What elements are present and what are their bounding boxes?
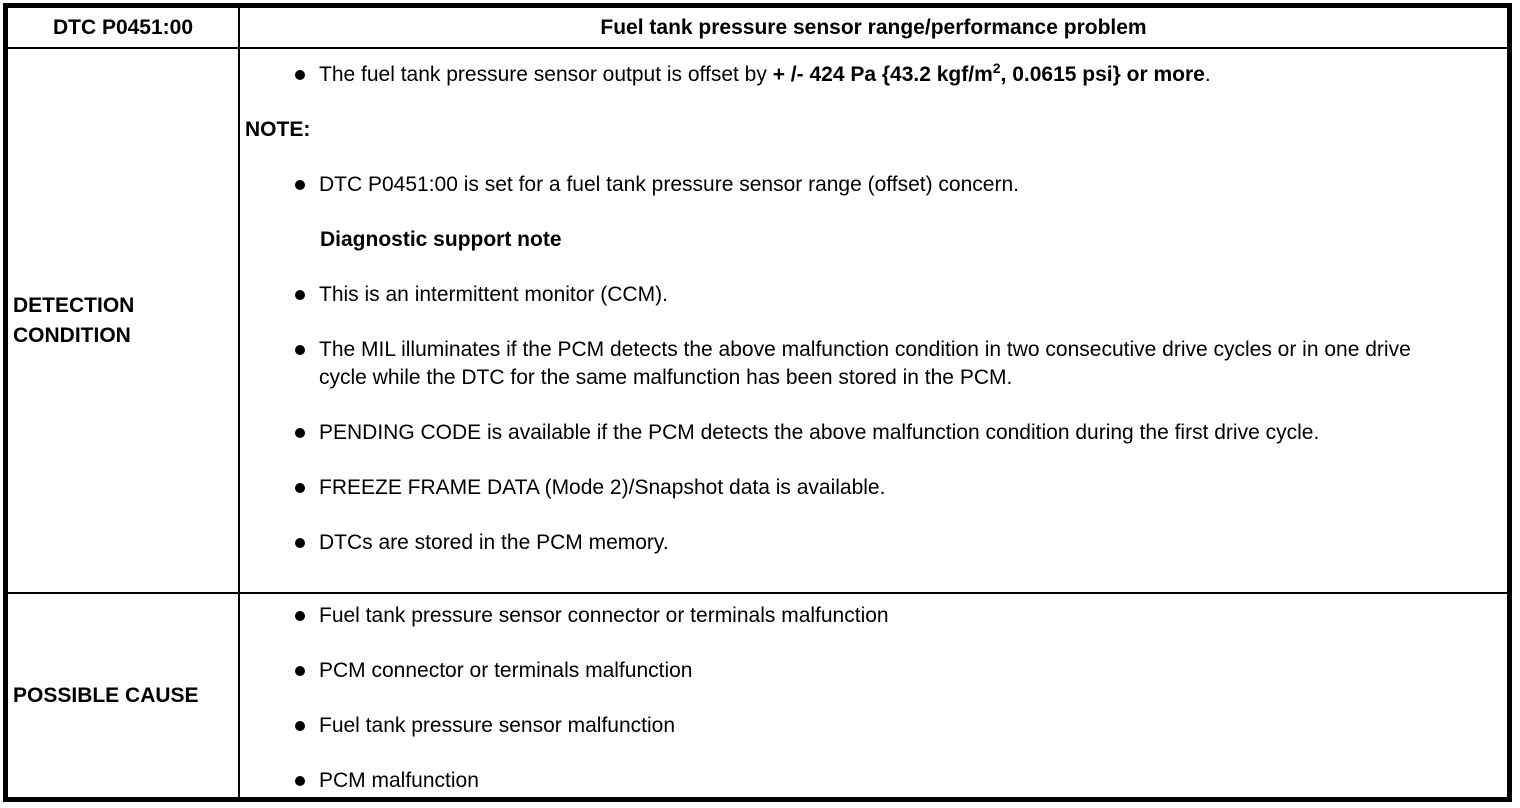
- bullet-icon: [295, 428, 305, 438]
- text-part: + /- 424 Pa {43.2 kgf/m: [772, 63, 993, 86]
- detection-condition-label: DETECTION CONDITION: [13, 293, 135, 347]
- bullet-icon: [295, 611, 305, 621]
- bullet-icon: [295, 776, 305, 786]
- dtc-table: DTC P0451:00 Fuel tank pressure sensor r…: [3, 3, 1512, 802]
- bullet-item: This is an intermittent monitor (CCM).: [295, 281, 1452, 309]
- dtc-code: DTC P0451:00: [52, 15, 194, 39]
- bullet-item: FREEZE FRAME DATA (Mode 2)/Snapshot data…: [295, 474, 1452, 502]
- subheading-text: Diagnostic support note: [320, 228, 562, 251]
- bullet-icon: [295, 290, 305, 300]
- bullet-icon: [295, 721, 305, 731]
- detection-condition-label-cell: DETECTION CONDITION: [8, 49, 240, 594]
- possible-cause-label: POSSIBLE CAUSE: [13, 683, 199, 707]
- bullet-item: DTC P0451:00 is set for a fuel tank pres…: [295, 171, 1452, 199]
- bullet-item: Fuel tank pressure sensor malfunction: [295, 712, 1452, 740]
- dtc-code-cell: DTC P0451:00: [8, 8, 240, 49]
- bullet-text: Fuel tank pressure sensor malfunction: [319, 714, 676, 737]
- bullet-item: The MIL illuminates if the PCM detects t…: [295, 336, 1452, 392]
- bullet-text: DTC P0451:00 is set for a fuel tank pres…: [319, 173, 1019, 196]
- bullet-item: DTCs are stored in the PCM memory.: [295, 529, 1452, 557]
- bullet-text: The MIL illuminates if the PCM detects t…: [319, 338, 1411, 389]
- bullet-text: PENDING CODE is available if the PCM det…: [319, 421, 1320, 444]
- text-part: The fuel tank pressure sensor output is …: [319, 63, 773, 86]
- bullet-item: PENDING CODE is available if the PCM det…: [295, 419, 1452, 447]
- bullet-text: PCM connector or terminals malfunction: [319, 659, 693, 682]
- text-part: .: [1204, 63, 1211, 86]
- bullet-icon: [295, 70, 305, 80]
- detection-condition-content: The fuel tank pressure sensor output is …: [240, 49, 1507, 594]
- superscript-text: 2: [992, 60, 1001, 76]
- bullet-item: Fuel tank pressure sensor connector or t…: [295, 602, 1452, 630]
- bullet-text: Fuel tank pressure sensor connector or t…: [319, 604, 889, 627]
- bullet-icon: [295, 666, 305, 676]
- bullet-text: FREEZE FRAME DATA (Mode 2)/Snapshot data…: [319, 476, 886, 499]
- bullet-item: The fuel tank pressure sensor output is …: [295, 61, 1452, 89]
- bullet-icon: [295, 180, 305, 190]
- text-part: , 0.0615 psi} or more: [1000, 63, 1205, 86]
- possible-cause-content: Fuel tank pressure sensor connector or t…: [240, 594, 1507, 797]
- bullet-icon: [295, 483, 305, 493]
- possible-cause-label-cell: POSSIBLE CAUSE: [8, 594, 240, 797]
- bullet-text: PCM malfunction: [319, 769, 479, 792]
- bullet-icon: [295, 538, 305, 548]
- dtc-title-cell: Fuel tank pressure sensor range/performa…: [240, 8, 1507, 49]
- bullet-item: PCM malfunction: [295, 767, 1452, 795]
- note-text: NOTE:: [245, 118, 311, 141]
- bullet-text: The fuel tank pressure sensor output is …: [319, 61, 1211, 89]
- bullet-icon: [295, 345, 305, 355]
- dtc-title: Fuel tank pressure sensor range/performa…: [600, 15, 1147, 39]
- bullet-text: This is an intermittent monitor (CCM).: [319, 283, 668, 306]
- bullet-text: DTCs are stored in the PCM memory.: [319, 531, 669, 554]
- bullet-item: PCM connector or terminals malfunction: [295, 657, 1452, 685]
